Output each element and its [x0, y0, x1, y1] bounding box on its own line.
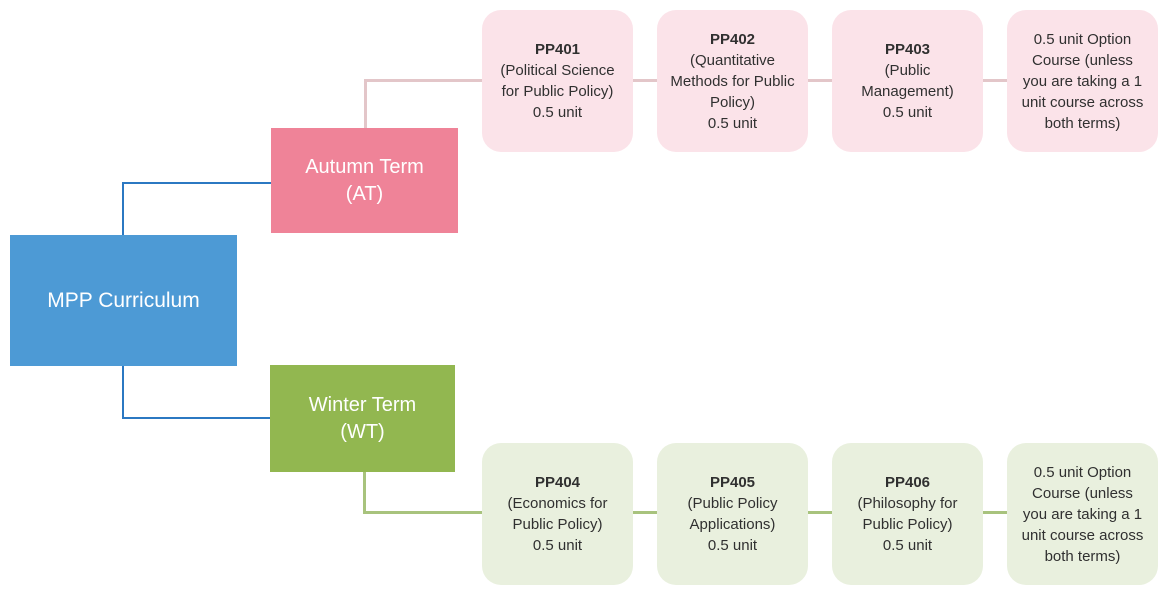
course-title: (Public Management): [861, 62, 954, 100]
course-node-pp404: PP404 (Economics for Public Policy) 0.5 …: [482, 443, 633, 585]
connector-root-to-autumn-vertical: [122, 182, 124, 235]
course-node-pp402: PP402 (Quantitative Methods for Public P…: [657, 10, 808, 152]
connector-pp405-pp406: [808, 511, 832, 514]
term-abbr: (AT): [345, 182, 384, 205]
course-title: (Quantitative Methods for Public Policy): [670, 51, 795, 111]
course-node-pp403: PP403 (Public Management) 0.5 unit: [832, 10, 983, 152]
course-title: 0.5 unit Option Course (unless you are t…: [1021, 30, 1144, 132]
course-node-winter-option: 0.5 unit Option Course (unless you are t…: [1007, 443, 1158, 585]
connector-winter-vertical: [363, 472, 366, 513]
connector-pp404-pp405: [633, 511, 657, 514]
root-label: MPP Curriculum: [47, 288, 200, 312]
connector-winter-horizontal: [363, 511, 482, 514]
course-code: PP401: [534, 41, 581, 58]
term-node-winter: Winter Term (WT): [270, 365, 455, 472]
course-unit: 0.5 unit: [707, 537, 758, 554]
course-title: (Political Science for Public Policy): [500, 62, 615, 100]
course-title: (Economics for Public Policy): [507, 495, 608, 533]
course-title: 0.5 unit Option Course (unless you are t…: [1021, 463, 1144, 565]
term-name: Autumn Term: [305, 155, 424, 178]
course-title: (Public Policy Applications): [687, 495, 778, 533]
connector-pp401-pp402: [633, 79, 657, 82]
course-code: PP402: [709, 30, 756, 48]
term-name: Winter Term: [308, 393, 417, 416]
term-node-autumn: Autumn Term (AT): [271, 128, 458, 233]
course-unit: 0.5 unit: [532, 537, 583, 554]
course-node-autumn-option: 0.5 unit Option Course (unless you are t…: [1007, 10, 1158, 152]
connector-pp402-pp403: [808, 79, 832, 82]
connector-pp403-option: [983, 79, 1007, 82]
connector-autumn-horizontal: [364, 79, 482, 82]
course-title: (Philosophy for Public Policy): [857, 495, 958, 533]
connector-root-to-winter-vertical: [122, 366, 124, 419]
course-unit: 0.5 unit: [882, 104, 933, 121]
course-node-pp405: PP405 (Public Policy Applications) 0.5 u…: [657, 443, 808, 585]
term-abbr: (WT): [340, 420, 385, 443]
course-code: PP406: [884, 474, 931, 491]
connector-root-to-autumn-horizontal: [122, 182, 271, 184]
course-code: PP403: [884, 41, 931, 58]
course-node-pp401: PP401 (Political Science for Public Poli…: [482, 10, 633, 152]
connector-root-to-winter-horizontal: [122, 417, 270, 419]
course-node-pp406: PP406 (Philosophy for Public Policy) 0.5…: [832, 443, 983, 585]
root-node-mpp-curriculum: MPP Curriculum: [10, 235, 237, 366]
connector-pp406-option: [983, 511, 1007, 514]
course-code: PP405: [709, 474, 756, 491]
course-unit: 0.5 unit: [882, 537, 933, 554]
connector-autumn-vertical: [364, 80, 367, 128]
course-unit: 0.5 unit: [532, 104, 583, 121]
course-unit: 0.5 unit: [707, 114, 758, 132]
course-code: PP404: [534, 474, 581, 491]
